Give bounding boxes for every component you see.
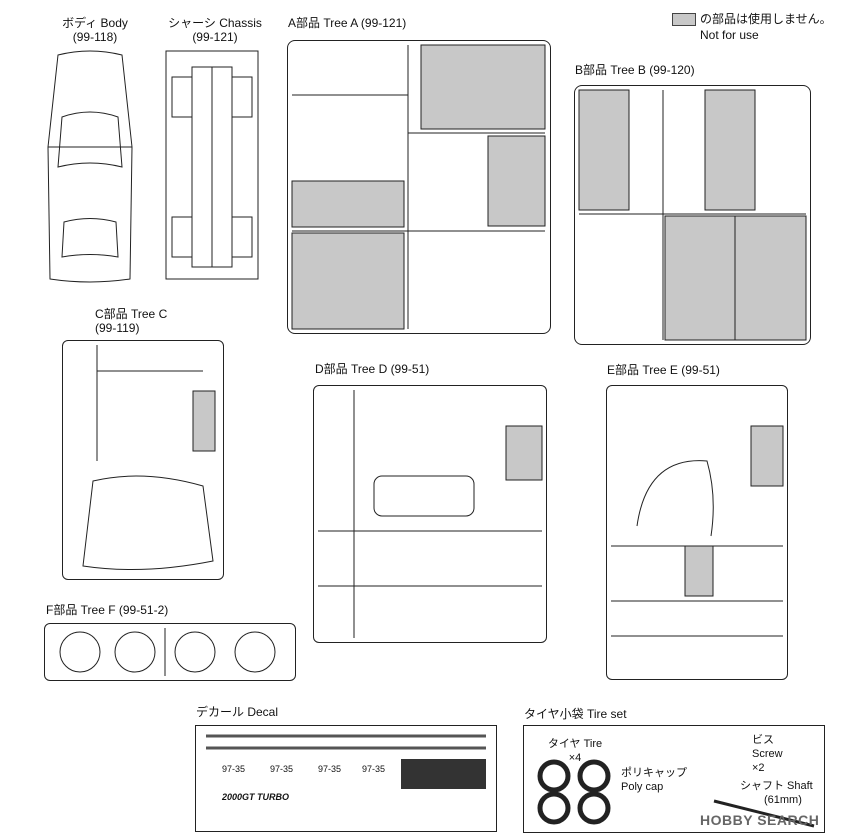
legend-en: Not for use — [700, 28, 759, 42]
tire-label: タイヤ Tire ×4 — [540, 737, 610, 765]
tree-e-title: E部品 Tree E (99-51) — [607, 363, 720, 377]
tree-f-sprue — [44, 623, 296, 681]
body-title: ボディ Body — [62, 16, 128, 30]
tree-b-sprue — [574, 85, 811, 345]
tire-set-panel — [523, 725, 825, 833]
tree-d-sprue — [313, 385, 547, 643]
chassis-title: シャーシ Chassis — [168, 16, 262, 30]
chassis-illustration — [162, 47, 262, 285]
shaft-text: シャフト Shaft — [740, 780, 813, 792]
shaft-label: シャフト Shaft (61mm) — [740, 779, 813, 807]
decal-plate-3: 97-35 — [318, 764, 342, 774]
chassis-code: (99-121) — [192, 30, 238, 44]
watermark-text: HOBBY SEARCH — [700, 812, 820, 828]
decal-sheet — [195, 725, 497, 832]
legend-text: の部品は使用しません。 Not for use — [700, 12, 832, 42]
tree-c-code: (99-119) — [95, 321, 140, 335]
body-illustration — [40, 47, 140, 285]
polycap-jp: ポリキャップ — [621, 767, 687, 779]
tire-qty: ×4 — [568, 752, 582, 764]
tire-set-title: タイヤ小袋 Tire set — [524, 707, 627, 721]
screw-jp: ビス — [752, 734, 774, 746]
screw-qty: ×2 — [752, 762, 765, 774]
tree-b-title: B部品 Tree B (99-120) — [575, 63, 695, 77]
decal-title: デカール Decal — [196, 705, 279, 719]
not-for-use-swatch — [672, 13, 696, 26]
decal-turbo: 2000GT TURBO — [222, 792, 290, 802]
legend-jp: の部品は使用しません。 — [700, 12, 832, 26]
decal-plate-1: 97-35 — [222, 764, 246, 774]
tire-text: タイヤ Tire — [547, 738, 603, 750]
body-label: ボディ Body (99-118) — [40, 16, 150, 44]
polycap-en: Poly cap — [621, 781, 664, 793]
tree-d-title: D部品 Tree D (99-51) — [315, 362, 430, 376]
screw-en: Screw — [752, 748, 783, 760]
tree-e-sprue — [606, 385, 788, 680]
tree-c-label: C部品 Tree C (99-119) — [95, 307, 167, 335]
tree-a-title: A部品 Tree A (99-121) — [288, 16, 407, 30]
shaft-length: (61mm) — [764, 794, 802, 806]
decal-plate-2: 97-35 — [270, 764, 294, 774]
tree-c-title: C部品 Tree C — [95, 307, 168, 321]
polycap-label: ポリキャップ Poly cap — [621, 766, 687, 794]
decal-plate-4: 97-35 — [362, 764, 386, 774]
screw-label: ビス Screw ×2 — [752, 733, 783, 775]
tree-c-sprue — [62, 340, 224, 580]
tree-f-title: F部品 Tree F (99-51-2) — [46, 603, 169, 617]
tree-a-sprue — [287, 40, 551, 334]
body-code: (99-118) — [72, 30, 118, 44]
chassis-label: シャーシ Chassis (99-121) — [160, 16, 270, 44]
